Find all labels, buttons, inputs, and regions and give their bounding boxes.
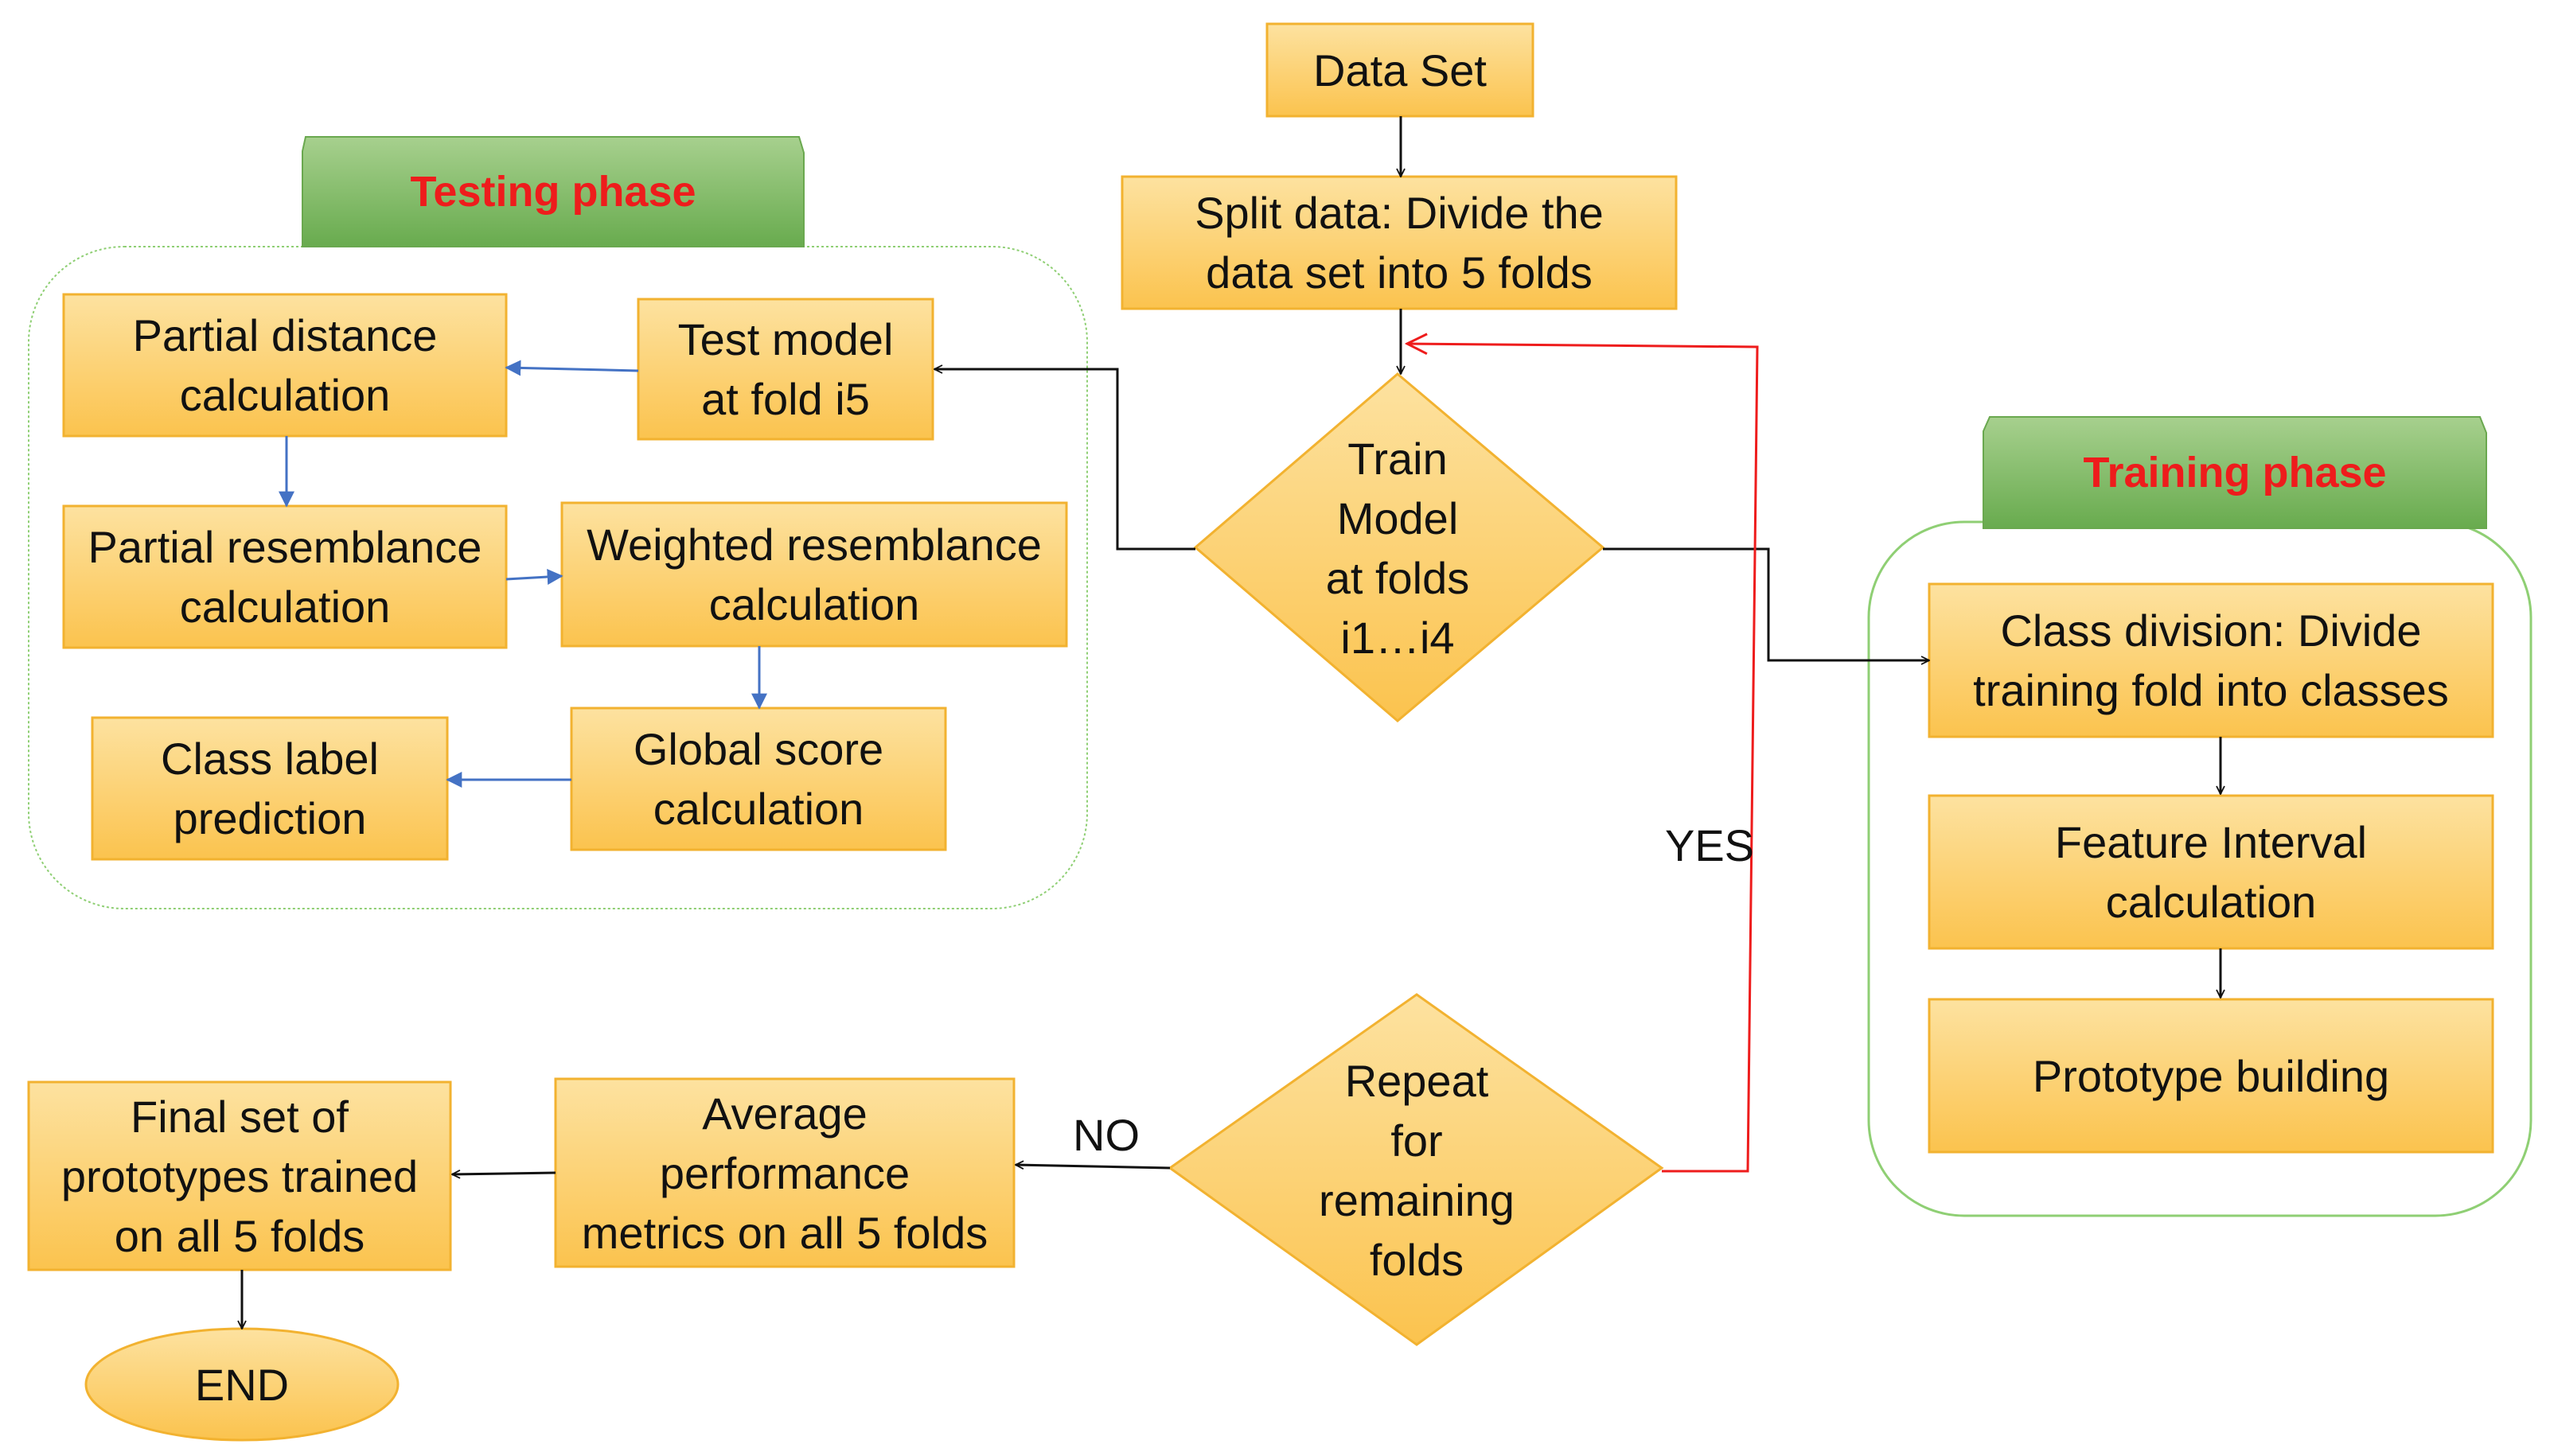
- arrow-average-to-final: [452, 1173, 556, 1174]
- arrow-test-to-partial-distance: [505, 360, 639, 376]
- testing-phase-tab: [302, 136, 805, 247]
- repeat-diamond: [1168, 993, 1664, 1346]
- test-model-box: [637, 298, 934, 441]
- arrow-repeat-to-average: [1016, 1165, 1171, 1168]
- average-metrics-box: [554, 1077, 1016, 1268]
- arrow-train-to-test: [934, 369, 1195, 551]
- final-prototypes-box: [27, 1080, 452, 1271]
- class-label-box: [91, 716, 449, 861]
- train-model-diamond: [1193, 372, 1605, 722]
- class-division-box: [1928, 582, 2494, 738]
- arrow-repeat-yes-loop: [1407, 344, 1759, 1173]
- prototype-building-box: [1928, 998, 2494, 1154]
- arrow-train-to-class-division: [1603, 547, 1929, 660]
- weighted-resemblance-box: [560, 501, 1068, 648]
- end-ellipse: [84, 1327, 400, 1442]
- partial-resemblance-box: [62, 504, 508, 649]
- split-data-box: [1121, 175, 1678, 310]
- partial-distance-box: [62, 293, 508, 438]
- training-phase-tab: [1983, 416, 2487, 529]
- testing-phase-container: [28, 246, 1088, 909]
- arrow-partial-resemblance-to-weighted: [505, 569, 563, 586]
- feature-interval-box: [1928, 794, 2494, 950]
- data-set-box: [1265, 22, 1534, 118]
- global-score-box: [570, 707, 947, 851]
